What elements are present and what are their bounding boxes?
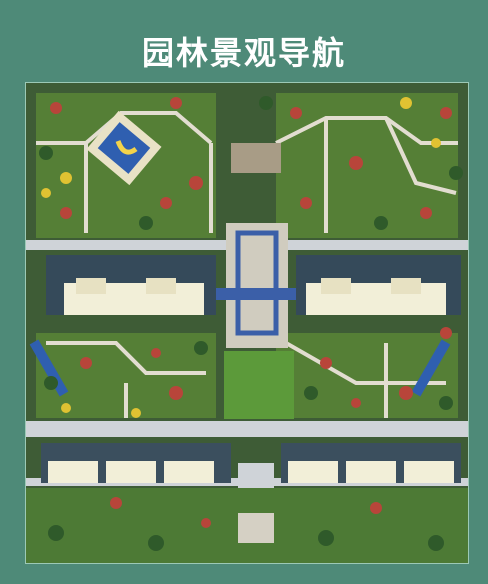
site-plan-illustration bbox=[26, 83, 468, 563]
apartment-buildings-south bbox=[41, 443, 461, 483]
landscape-site-plan[interactable] bbox=[25, 82, 469, 564]
central-water-channel bbox=[235, 230, 279, 336]
central-plaza bbox=[226, 223, 288, 348]
ginkgo-trees bbox=[41, 97, 441, 418]
main-gate bbox=[238, 513, 274, 543]
green-trees bbox=[39, 96, 463, 551]
central-lawn bbox=[224, 351, 294, 419]
swimming-pool bbox=[86, 110, 162, 186]
water-feature-east bbox=[411, 339, 451, 397]
blossom-trees bbox=[50, 97, 452, 528]
page-title: 园林景观导航 bbox=[141, 34, 346, 72]
water-feature-west bbox=[29, 339, 69, 397]
apartment-buildings-middle bbox=[46, 255, 461, 315]
pavilion bbox=[231, 143, 281, 173]
cross-water-channel bbox=[206, 288, 308, 300]
